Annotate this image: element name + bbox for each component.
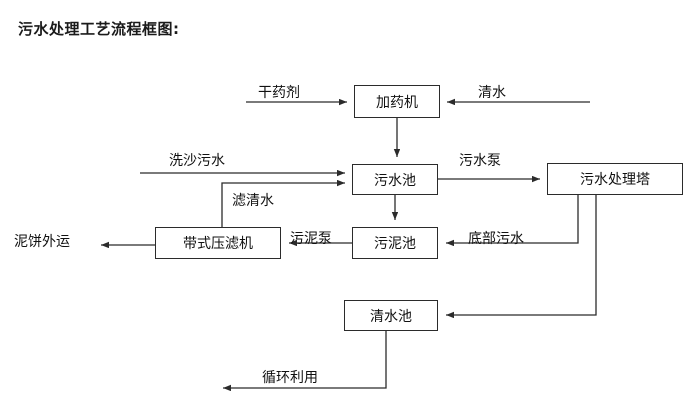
label-bottom-sewage: 底部污水 (468, 231, 524, 247)
label-sand-wash-sewage: 洗沙污水 (169, 153, 225, 169)
node-treatment-tower[interactable]: 污水处理塔 (547, 163, 683, 195)
node-dosing-machine-label: 加药机 (376, 94, 418, 111)
label-filtered-clear-water: 滤清水 (232, 193, 274, 209)
label-mud-cake-out: 泥饼外运 (14, 234, 70, 250)
edge-tower-to-clear-water (446, 195, 597, 319)
edge-filtered-clear-water (221, 179, 345, 227)
node-clear-water-pool-label: 清水池 (370, 308, 412, 325)
label-dry-chemical: 干药剂 (258, 85, 300, 101)
node-belt-filter-press[interactable]: 带式压滤机 (155, 227, 281, 259)
node-sewage-pool[interactable]: 污水池 (352, 164, 438, 195)
page-title: 污水处理工艺流程框图: (18, 20, 180, 38)
node-dosing-machine[interactable]: 加药机 (354, 85, 440, 118)
node-sludge-pool-label: 污泥池 (374, 236, 416, 252)
edge-recycle-use (223, 331, 387, 392)
label-clean-water: 清水 (478, 85, 506, 101)
node-belt-filter-press-label: 带式压滤机 (183, 236, 253, 252)
node-clear-water-pool[interactable]: 清水池 (344, 300, 438, 331)
label-sludge-pump: 污泥泵 (290, 231, 332, 247)
label-recycle-use: 循环利用 (262, 370, 318, 386)
node-sludge-pool[interactable]: 污泥池 (352, 227, 438, 259)
edge-bottom-sewage (446, 195, 579, 247)
node-treatment-tower-label: 污水处理塔 (580, 172, 650, 188)
label-sewage-pump: 污水泵 (459, 153, 501, 169)
node-sewage-pool-label: 污水池 (374, 172, 416, 189)
